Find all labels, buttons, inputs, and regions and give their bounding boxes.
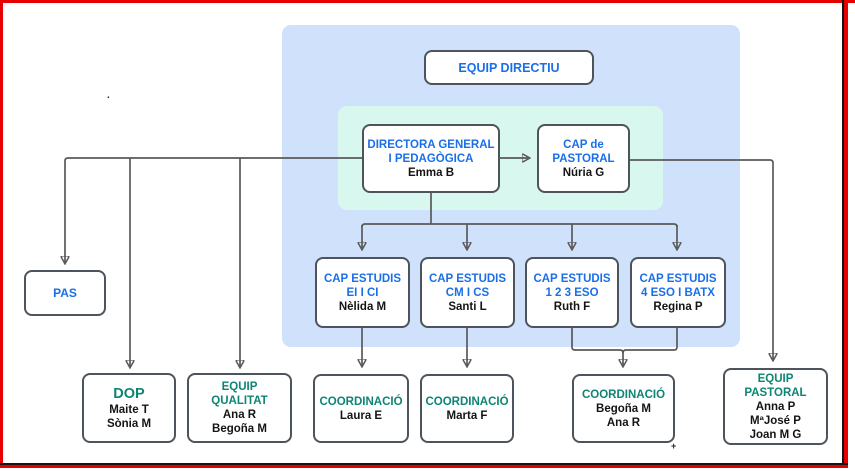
connector-pastoral-equip-pastoral[interactable] [630, 159, 773, 360]
page-border-top [0, 0, 855, 3]
node-cap-estudis-cm-cs-title: CAP ESTUDIS CM I CS [428, 272, 507, 299]
node-directora-general[interactable]: DIRECTORA GENERAL I PEDAGÒGICA Emma B [362, 124, 500, 193]
node-dop-title: DOP [113, 385, 145, 402]
node-coordinacio-eso-title: COORDINACIÓ [581, 388, 666, 401]
page-border-bottom [0, 465, 848, 468]
node-coordinacio-eso[interactable]: COORDINACIÓ Begoña M Ana R [572, 374, 675, 443]
node-cap-estudis-batx[interactable]: CAP ESTUDIS 4 ESO I BATX Regina P [630, 257, 726, 328]
node-equip-pastoral-title: EQUIP PASTORAL [744, 372, 807, 399]
node-coordinacio-cm-cs-title: COORDINACIÓ [425, 395, 509, 408]
node-coordinacio-ei-ci-title: COORDINACIÓ [319, 395, 403, 408]
stray-plus-mark: + [671, 441, 677, 451]
node-equip-pastoral-person-3: Joan M G [749, 428, 802, 441]
node-equip-qualitat-title: EQUIP QUALITAT [211, 381, 268, 407]
page-border-right-inner [842, 0, 844, 465]
connector-directora-pas[interactable] [65, 157, 362, 263]
connector-ce4-coord3[interactable] [622, 328, 678, 354]
node-dop[interactable]: DOP Maite T Sònia M [82, 373, 176, 443]
connector-ce3-coord3[interactable] [571, 328, 623, 366]
stray-dot-mark: . [107, 90, 110, 101]
node-cap-estudis-batx-person: Regina P [653, 300, 703, 313]
node-directora-person: Emma B [407, 166, 455, 179]
node-equip-qualitat-person-1: Ana R [222, 409, 257, 421]
node-cap-estudis-cm-cs[interactable]: CAP ESTUDIS CM I CS Santi L [420, 257, 515, 328]
node-cap-estudis-ei-ci[interactable]: CAP ESTUDIS EI I CI Nèlida M [315, 257, 410, 328]
node-pas[interactable]: PAS [24, 270, 106, 316]
node-equip-pastoral-person-1: Anna P [755, 400, 796, 413]
node-coordinacio-cm-cs[interactable]: COORDINACIÓ Marta F [420, 374, 514, 443]
node-cap-pastoral-title: CAP de PASTORAL [552, 138, 615, 165]
node-dop-person-2: Sònia M [106, 417, 152, 430]
node-equip-directiu-label: EQUIP DIRECTIU [458, 60, 560, 75]
node-equip-directiu[interactable]: EQUIP DIRECTIU [424, 50, 594, 85]
node-coordinacio-cm-cs-person: Marta F [446, 409, 488, 422]
node-dop-person-1: Maite T [109, 403, 149, 416]
node-equip-qualitat[interactable]: EQUIP QUALITAT Ana R Begoña M [187, 373, 292, 443]
node-pas-label: PAS [53, 286, 77, 300]
node-coordinacio-ei-ci-person: Laura E [339, 409, 383, 422]
node-directora-title: DIRECTORA GENERAL I PEDAGÒGICA [367, 138, 495, 165]
node-coordinacio-eso-person-2: Ana R [606, 416, 641, 429]
node-cap-estudis-ei-ci-title: CAP ESTUDIS EI I CI [323, 272, 402, 299]
page-border-left [0, 0, 3, 468]
node-equip-pastoral[interactable]: EQUIP PASTORAL Anna P MªJosé P Joan M G [723, 368, 828, 445]
node-cap-pastoral[interactable]: CAP de PASTORAL Núria G [537, 124, 630, 193]
node-cap-estudis-batx-title: CAP ESTUDIS 4 ESO I BATX [639, 272, 717, 299]
node-coordinacio-ei-ci[interactable]: COORDINACIÓ Laura E [313, 374, 409, 443]
node-cap-estudis-eso-title: CAP ESTUDIS 1 2 3 ESO [533, 272, 611, 299]
page-border-bottom-inner [0, 463, 848, 465]
page-border-right [844, 0, 848, 465]
node-equip-qualitat-person-2: Begoña M [212, 423, 267, 435]
node-equip-pastoral-person-2: MªJosé P [750, 414, 801, 427]
node-cap-estudis-ei-ci-person: Nèlida M [338, 300, 387, 313]
node-cap-estudis-cm-cs-person: Santi L [448, 300, 487, 313]
connector-capestudis-bus[interactable] [361, 223, 678, 228]
node-cap-estudis-eso-person: Ruth F [553, 300, 591, 313]
node-cap-pastoral-person: Núria G [562, 166, 605, 179]
node-coordinacio-eso-person-1: Begoña M [596, 402, 651, 415]
node-cap-estudis-eso[interactable]: CAP ESTUDIS 1 2 3 ESO Ruth F [525, 257, 619, 328]
